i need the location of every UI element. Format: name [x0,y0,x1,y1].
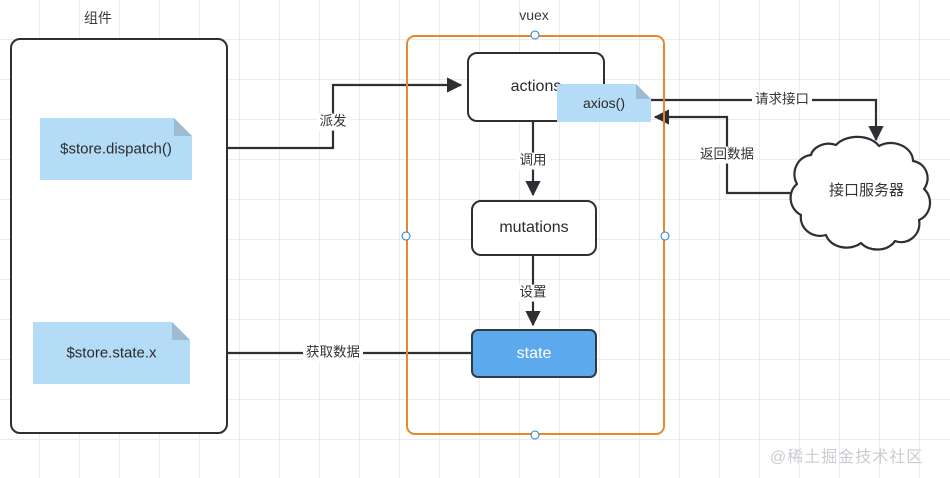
edge-label-set: 设置 [516,284,550,302]
server-cloud-shape [789,135,932,251]
state-box[interactable]: state [471,329,597,378]
note-axios-shape [557,84,651,122]
note-axios[interactable]: axios() [557,84,651,122]
note-store-state-label: $store.state.x [66,344,157,362]
vuex-handle-left[interactable] [401,231,411,241]
mutations-box[interactable]: mutations [471,200,597,256]
vuex-handle-bottom[interactable] [530,430,540,440]
vuex-container-label: vuex [519,7,549,23]
note-store-dispatch-shape [40,118,192,180]
vuex-handle-top[interactable] [530,30,540,40]
edge-label-return: 返回数据 [697,146,757,164]
actions-box-label: actions [510,78,562,95]
edge-label-call: 调用 [516,152,550,170]
component-container-label: 组件 [84,10,112,26]
server-cloud-label: 接口服务器 [829,182,905,199]
edge-label-request: 请求接口 [752,91,812,109]
note-store-dispatch-label: $store.dispatch() [60,140,172,158]
note-axios-label: axios() [582,95,625,111]
edge-label-dispatch: 派发 [316,113,350,131]
state-box-label: state [516,344,552,362]
edge-request-path [651,98,884,142]
vuex-handle-right[interactable] [660,231,670,241]
mutations-box-label: mutations [499,219,569,236]
note-store-state-shape [33,322,190,384]
edge-label-getdata: 获取数据 [303,344,363,362]
watermark: @稀土掘金技术社区 [770,449,924,466]
note-store-dispatch[interactable]: $store.dispatch() [40,118,192,180]
note-store-state[interactable]: $store.state.x [33,322,190,384]
